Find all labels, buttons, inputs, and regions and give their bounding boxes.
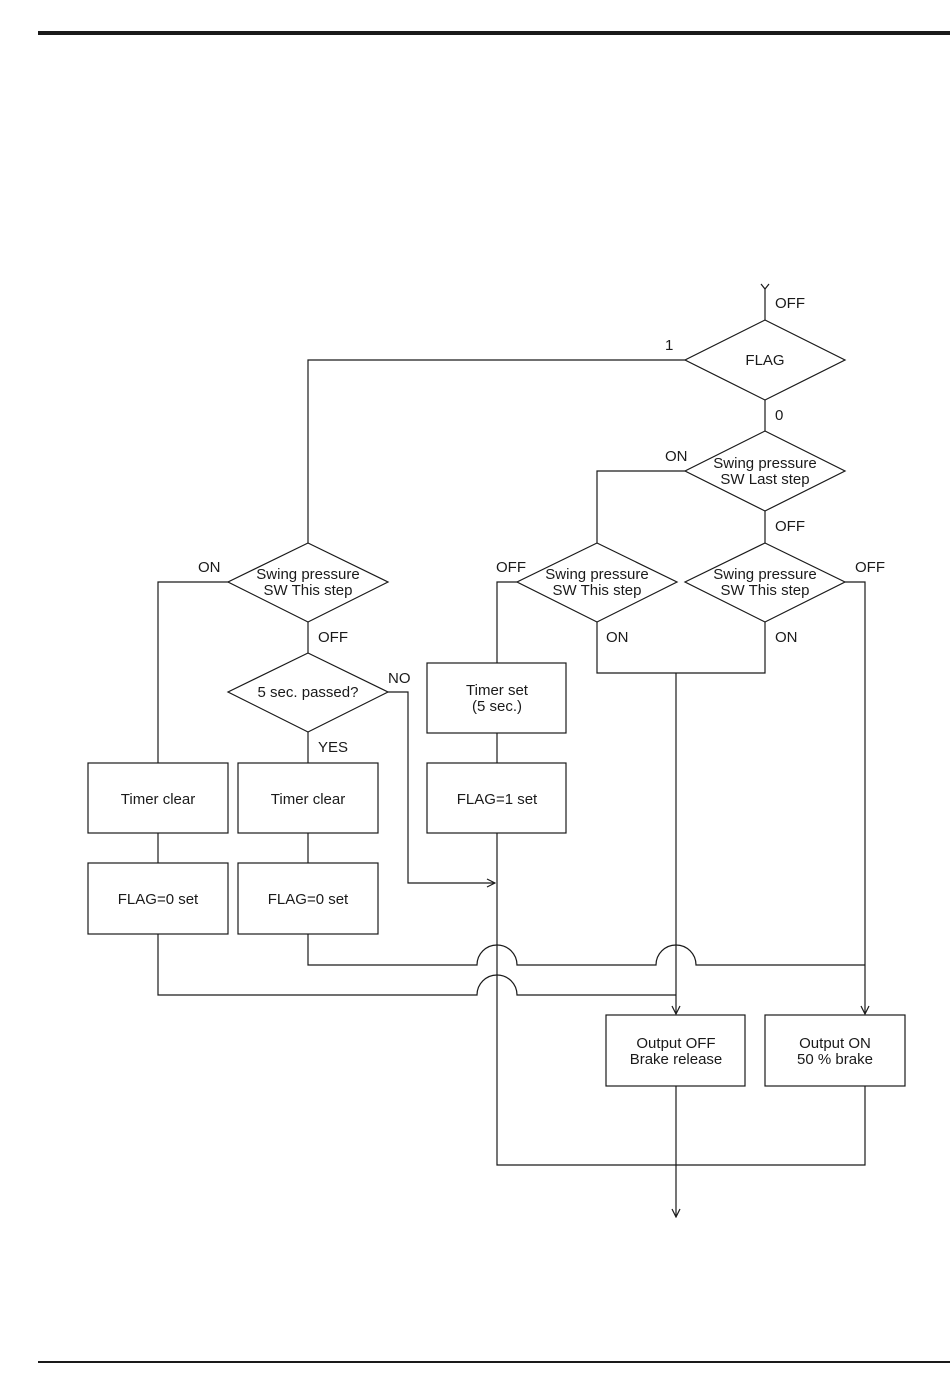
decision-five-sec-label: 5 sec. passed? [258, 684, 359, 701]
output-on-line2: 50 % brake [797, 1051, 873, 1068]
flag1-down-line [497, 833, 865, 1165]
decision-last-step-line2: SW Last step [720, 471, 809, 488]
timer-clear-a-label: Timer clear [121, 791, 195, 808]
entry-tick [761, 284, 769, 289]
connectors [158, 284, 865, 1217]
label-mid-on: ON [606, 629, 629, 646]
label-flag-zero: 0 [775, 407, 783, 424]
decision-right-line2: SW This step [721, 582, 810, 599]
decision-this-step-mid: Swing pressure SW This step [517, 543, 677, 622]
decision-last-step-line1: Swing pressure [713, 455, 816, 472]
timer-set-line1: Timer set [466, 682, 529, 699]
decision-mid-line1: Swing pressure [545, 566, 648, 583]
decision-last-step: Swing pressure SW Last step [685, 431, 845, 511]
timer-clear-b-label: Timer clear [271, 791, 345, 808]
process-timer-clear-b: Timer clear [238, 763, 378, 833]
label-five-yes: YES [318, 739, 348, 756]
label-last-on: ON [665, 448, 688, 465]
output-off-line1: Output OFF [636, 1035, 715, 1052]
decision-left-line2: SW This step [264, 582, 353, 599]
flag0-set-a-label: FLAG=0 set [118, 891, 199, 908]
label-five-no: NO [388, 670, 411, 687]
flag-one-line [308, 360, 685, 545]
process-timer-set: Timer set (5 sec.) [427, 663, 566, 733]
decision-this-step-left: Swing pressure SW This step [228, 543, 388, 622]
bottom-rule [38, 1361, 950, 1363]
last-on-line [597, 471, 685, 543]
process-output-off: Output OFF Brake release [606, 1015, 745, 1086]
label-left-on: ON [198, 559, 221, 576]
flag0-set-b-label: FLAG=0 set [268, 891, 349, 908]
decision-this-step-right: Swing pressure SW This step [685, 543, 845, 622]
label-flag-one: 1 [665, 337, 673, 354]
decision-flag: FLAG [685, 320, 845, 400]
mid-off-line [497, 582, 517, 663]
top-rule [38, 31, 950, 35]
output-on-line1: Output ON [799, 1035, 871, 1052]
decision-flag-label: FLAG [745, 352, 784, 369]
label-mid-off: OFF [496, 559, 526, 576]
decision-left-line1: Swing pressure [256, 566, 359, 583]
process-output-on: Output ON 50 % brake [765, 1015, 905, 1086]
process-flag1-set: FLAG=1 set [427, 763, 566, 833]
f0-b-to-output-on [308, 934, 865, 965]
process-flag0-set-a: FLAG=0 set [88, 863, 228, 934]
label-right-off: OFF [855, 559, 885, 576]
output-off-line2: Brake release [630, 1051, 723, 1068]
label-top-off: OFF [775, 295, 805, 312]
decision-five-sec: 5 sec. passed? [228, 653, 388, 732]
process-flag0-set-b: FLAG=0 set [238, 863, 378, 934]
label-right-on: ON [775, 629, 798, 646]
process-timer-clear-a: Timer clear [88, 763, 228, 833]
left-on-line [158, 582, 230, 763]
decision-right-line1: Swing pressure [713, 566, 816, 583]
timer-set-line2: (5 sec.) [472, 698, 522, 715]
right-off-line [845, 582, 865, 1014]
decision-mid-line2: SW This step [553, 582, 642, 599]
label-left-off: OFF [318, 629, 348, 646]
label-last-off: OFF [775, 518, 805, 535]
flag1-set-label: FLAG=1 set [457, 791, 538, 808]
